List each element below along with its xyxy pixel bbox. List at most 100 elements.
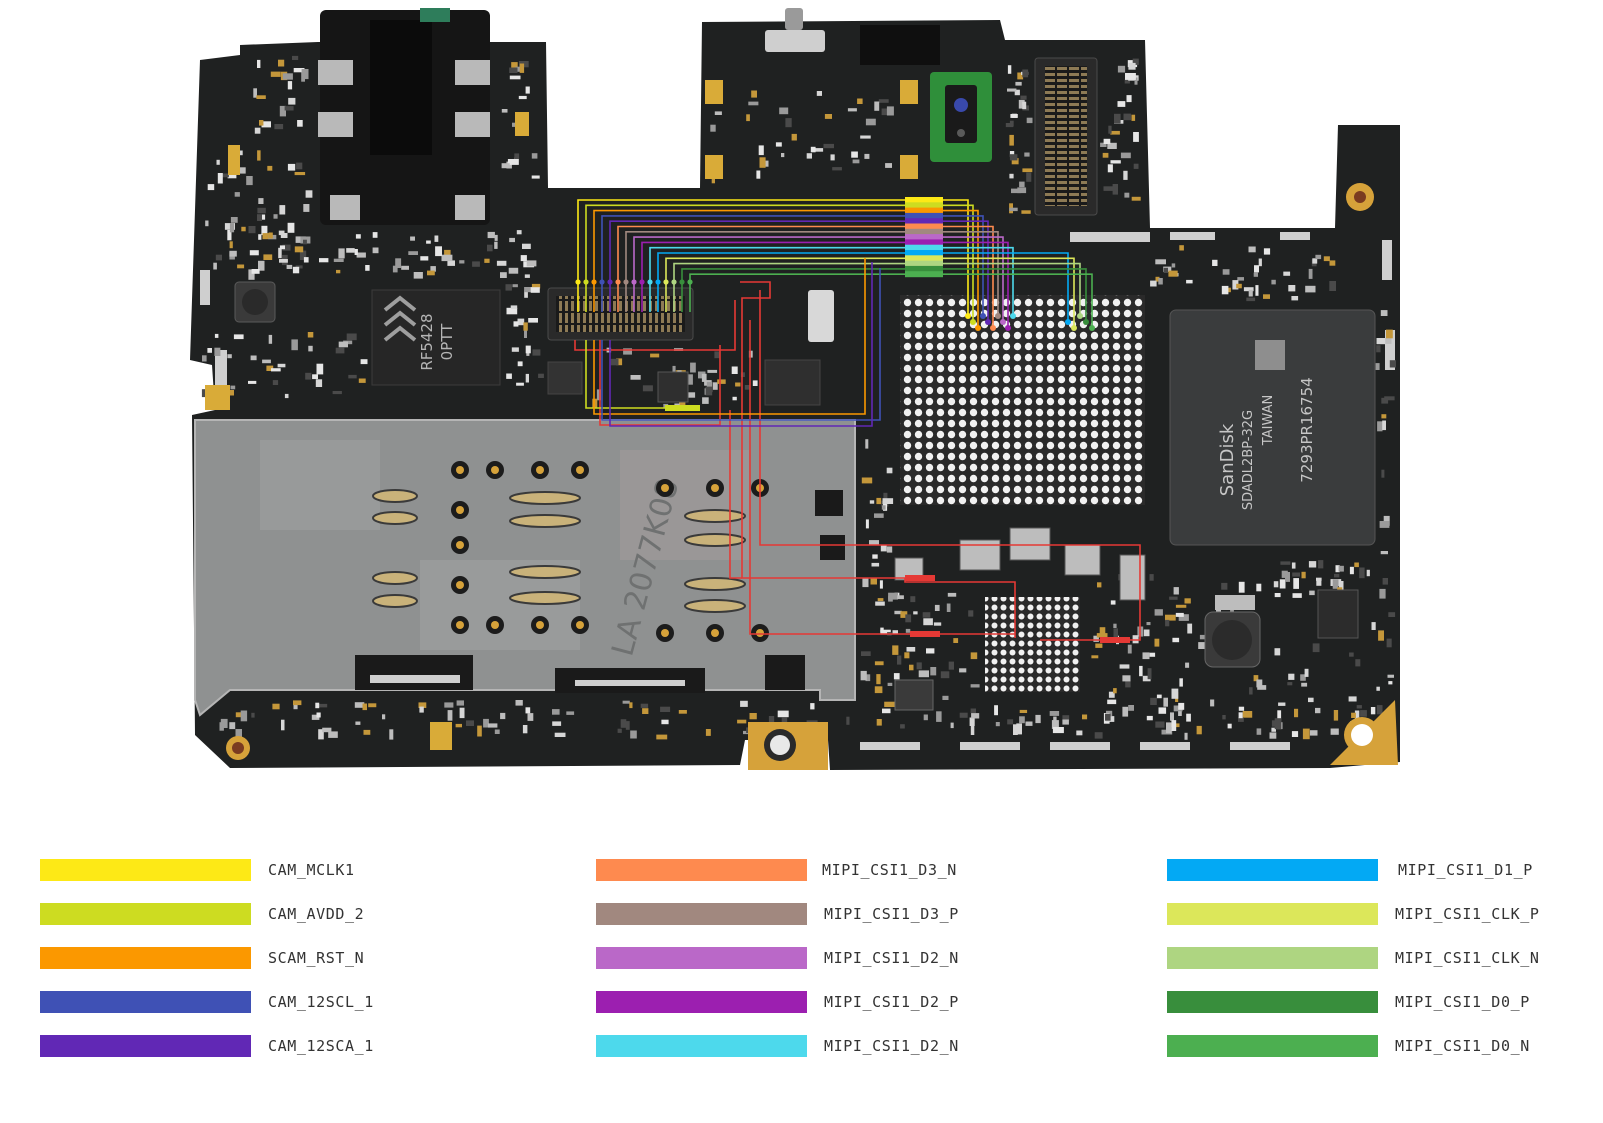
smd-component [1117,101,1126,107]
trace-end-6 [995,313,1001,319]
smd-component [1076,730,1083,736]
ic-chip [764,359,821,406]
smd-component [1149,652,1156,657]
smd-component [207,348,212,353]
smd-component [368,703,377,708]
smd-component [876,719,882,726]
smd-component [969,717,975,726]
smd-component [1301,682,1308,687]
smd-component [517,361,523,367]
smd-component [660,706,671,712]
legend-item: MIPI_CSI1_D2_N [596,1035,976,1057]
trace-12 [673,262,1081,316]
smd-component [348,374,357,379]
smd-component [874,661,884,666]
legend-label: MIPI_CSI1_D1_P [1398,861,1533,879]
smd-component [1100,142,1107,147]
smd-component [622,700,630,704]
smd-component [886,106,894,116]
smd-component [531,153,538,159]
trace-11 [665,257,1075,328]
metal-tab [318,112,353,137]
smd-component [1013,724,1018,735]
legend-item: CAM_12SCL_1 [40,991,420,1013]
aux-trace [599,340,721,426]
smd-component [427,270,435,276]
smd-component [1026,172,1032,182]
smd-component [316,712,321,718]
legend-label: CAM_12SCA_1 [268,1037,374,1055]
smd-component [1173,587,1179,595]
smd-component [230,385,236,390]
smd-component [1125,73,1136,80]
ic-chip [657,371,689,403]
smd-component [248,226,256,234]
smd-component [418,702,427,708]
trace-probe-5 [615,279,621,285]
smd-component [877,598,884,602]
smd-component [1108,125,1112,134]
rf-chip-lot: 0PTT [438,323,456,360]
legend-label: MIPI_CSI1_CLK_P [1395,905,1540,923]
sim-hole-pad [661,484,669,492]
smd-component [315,379,323,387]
trace-probe-0 [575,279,581,285]
trace-label-1 [905,202,943,209]
smd-component [1309,730,1318,736]
smd-component [215,254,222,261]
trace-label-5 [905,223,943,230]
smd-component [1254,265,1259,273]
smd-component [1238,717,1244,722]
smd-component [1155,259,1166,265]
smd-component [441,254,453,262]
smd-component [524,274,530,278]
smd-component [501,109,508,113]
smd-component [1232,280,1239,290]
smd-component [852,159,860,164]
sim-hole-pad [661,629,669,637]
trace-end-10 [1065,319,1071,325]
smd-component [909,664,914,671]
smd-component [389,729,394,740]
smd-component [888,596,893,602]
smd-component [816,91,822,96]
smd-component [1105,713,1111,721]
trace-end-3 [980,313,986,319]
smd-component [488,723,498,728]
smd-component [1019,716,1025,724]
smd-component [1150,697,1157,705]
smd-component [346,248,355,253]
smd-component [1094,732,1103,739]
smd-component [876,497,882,505]
smd-component [861,477,873,484]
legend-item: CAM_MCLK1 [40,859,420,881]
smd-component [1163,267,1168,273]
smd-component [887,682,893,686]
trace-end-9 [1010,313,1016,319]
trace-end-4 [985,319,991,325]
smd-component [261,225,268,236]
smd-component [1062,719,1069,725]
metal-tab [455,60,490,85]
smd-component [303,204,310,212]
trace-label-0 [905,197,943,203]
smd-component [897,595,904,600]
smd-component [1158,707,1167,714]
smd-component [401,265,409,270]
aux-trace [574,300,736,351]
smd-component [1113,623,1117,628]
smd-component [1300,674,1306,681]
smd-component [1256,679,1263,688]
trace-14 [689,273,1093,328]
smd-component [363,729,371,735]
smd-component [894,610,902,615]
smd-component [1022,168,1033,173]
smd-component [865,674,871,682]
smd-component [823,143,834,149]
smd-component [258,260,265,271]
smd-component [256,95,266,99]
trace-end-11 [1071,325,1077,331]
smd-component [880,544,887,552]
smd-component [207,184,215,191]
smd-component [749,713,757,720]
